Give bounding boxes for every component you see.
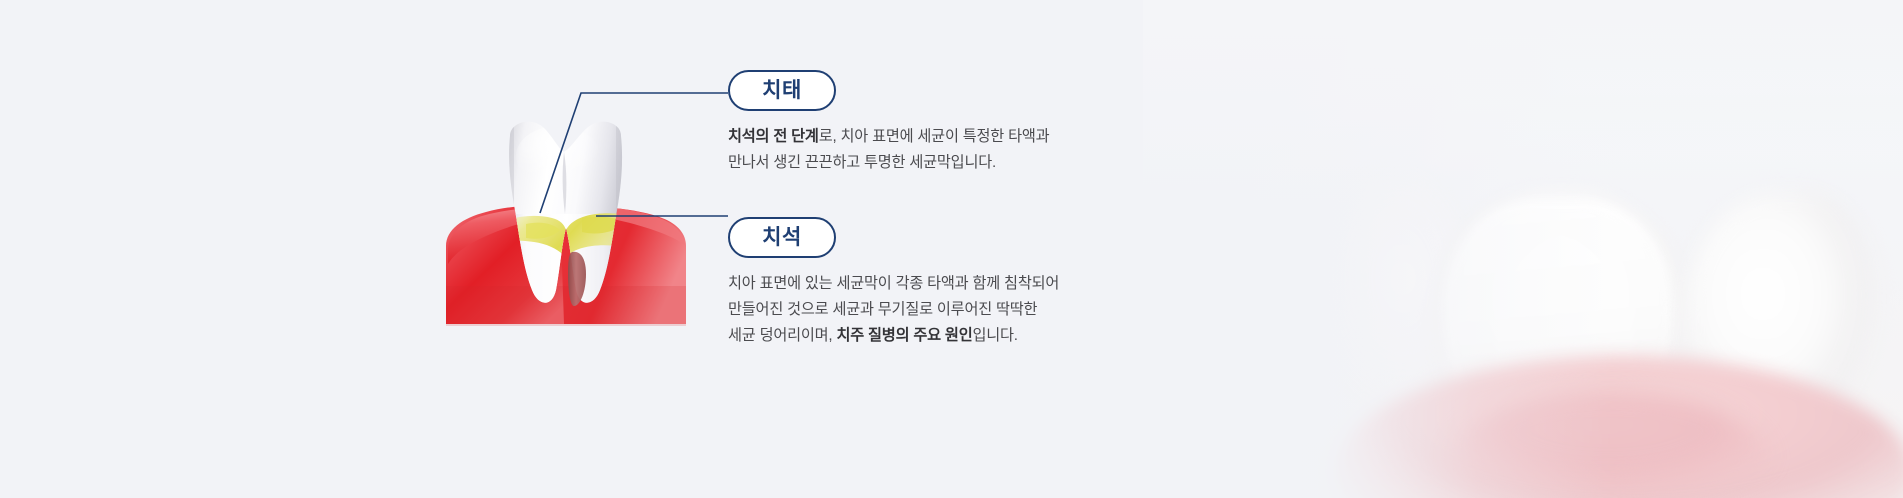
backdrop-tooth-center-highlight	[1443, 200, 1673, 435]
description-plain-part: 만나서 생긴 끈끈하고 투명한 세균막입니다.	[728, 154, 997, 171]
description-line: 만나서 생긴 끈끈하고 투명한 세균막입니다.	[728, 150, 1198, 176]
label-pill-plaque: 치태	[728, 70, 836, 111]
block-tartar: 치석 치아 표면에 있는 세균막이 각종 타액과 함께 침착되어 만들어진 것으…	[728, 217, 1198, 349]
backdrop-left-fade	[1143, 0, 1903, 498]
description-bold-part: 치주 질병의 주요 원인	[836, 327, 973, 344]
description-plain-part: 만들어진 것으로 세균과 무기질로 이루어진 딱딱한	[728, 301, 1038, 318]
tooth-illustration	[440, 118, 702, 334]
backdrop-tooth-left	[1313, 175, 1463, 405]
description-tartar: 치아 표면에 있는 세균막이 각종 타액과 함께 침착되어 만들어진 것으로 세…	[728, 271, 1198, 349]
backdrop-gum	[1333, 356, 1903, 498]
description-line: 치아 표면에 있는 세균막이 각종 타액과 함께 침착되어	[728, 271, 1198, 297]
description-plain-part: 치아 표면에 있는 세균막이 각종 타액과 함께 침착되어	[728, 275, 1060, 292]
backdrop-top-fade	[1143, 0, 1903, 498]
backdrop-tooth-center	[1431, 188, 1691, 458]
description-plain-part: 입니다.	[972, 327, 1018, 344]
content-column: 치태 치석의 전 단계로, 치아 표면에 세균이 특정한 타액과 만나서 생긴 …	[728, 70, 1198, 349]
description-plain-part: 세균 덩어리이며,	[728, 327, 837, 344]
label-pill-tartar: 치석	[728, 217, 836, 258]
description-plaque: 치석의 전 단계로, 치아 표면에 세균이 특정한 타액과 만나서 생긴 끈끈하…	[728, 124, 1198, 176]
blurred-teeth-photo-backdrop	[1143, 0, 1903, 498]
description-line: 만들어진 것으로 세균과 무기질로 이루어진 딱딱한	[728, 297, 1198, 323]
description-plain-part: 로, 치아 표면에 세균이 특정한 타액과	[818, 128, 1050, 145]
description-line: 치석의 전 단계로, 치아 표면에 세균이 특정한 타액과	[728, 124, 1198, 150]
block-plaque: 치태 치석의 전 단계로, 치아 표면에 세균이 특정한 타액과 만나서 생긴 …	[728, 70, 1198, 176]
backdrop-gum-highlight	[1443, 392, 1773, 498]
backdrop-base	[1143, 0, 1903, 498]
backdrop-tooth-right	[1683, 190, 1883, 450]
description-bold-part: 치석의 전 단계	[728, 128, 819, 145]
description-line: 세균 덩어리이며, 치주 질병의 주요 원인입니다.	[728, 323, 1198, 349]
